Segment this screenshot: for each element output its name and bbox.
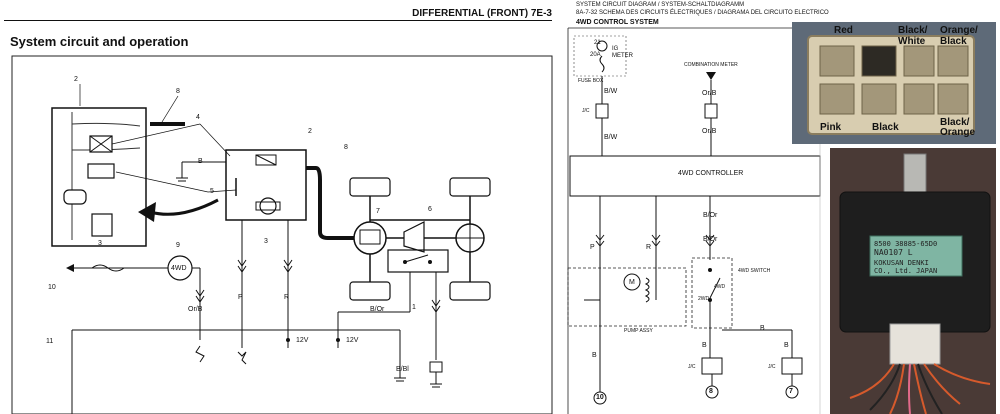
fuse-amperage: 20A xyxy=(590,52,601,58)
wire-bw-1: B/W xyxy=(604,88,618,95)
ecu-label-line-3: KOKUSAN DENKI xyxy=(874,259,929,267)
label-12v-a: 12V xyxy=(296,337,309,344)
label-b-ground: B xyxy=(198,158,203,165)
callout-4: 4 xyxy=(196,114,200,121)
pin-label-black-white: Black/ White xyxy=(898,25,928,47)
schematic-header-1: SYSTEM CIRCUIT DIAGRAM / SYSTEM-SCHALTDI… xyxy=(576,2,745,8)
label-or-b: Or/B xyxy=(188,306,203,313)
ecu-label-line-2: NA0107 L xyxy=(874,248,913,257)
page-title: System circuit and operation xyxy=(10,34,189,49)
wire-bor-2: B/Or xyxy=(703,236,718,243)
callout-8a: 8 xyxy=(176,88,180,95)
callout-10: 10 xyxy=(48,284,56,291)
wire-p: P xyxy=(590,244,595,251)
ecu-label-line-4: CO., Ltd. JAPAN xyxy=(874,267,938,275)
wire-bor-1: B/Or xyxy=(703,212,718,219)
fuse-name: IG METER xyxy=(612,46,633,59)
ground-10: 10 xyxy=(596,394,604,401)
callout-3b: 3 xyxy=(264,238,268,245)
connector-photo: Red Black/ White Orange/ Black Pink Blac… xyxy=(792,22,996,144)
wire-b-3: B xyxy=(760,325,765,332)
callout-2a: 2 xyxy=(74,76,78,83)
pin-label-black: Black xyxy=(872,122,899,133)
label-4wd-meter: 4WD xyxy=(171,265,187,272)
label-r: R xyxy=(284,294,290,301)
motor-label: M xyxy=(629,279,635,286)
right-manual-page: SYSTEM CIRCUIT DIAGRAM / SYSTEM-SCHALTDI… xyxy=(560,0,1000,414)
callout-7: 7 xyxy=(376,208,380,215)
switch-pos-4wd: 4WD xyxy=(714,284,726,290)
4wd-control-schematic xyxy=(567,27,821,414)
label-b-bl: B/Bl xyxy=(396,366,409,373)
combination-meter-label: COMBINATION METER xyxy=(684,62,738,68)
ecu-photo: 8500 38885-65D0 NA0107 L KOKUSAN DENKI C… xyxy=(830,148,996,414)
switch-pos-2wd: 2WD xyxy=(698,296,710,302)
wire-b-4: B xyxy=(784,342,789,349)
header-rule xyxy=(4,20,552,21)
wire-orb-2: Or/B xyxy=(702,128,717,135)
pump-assy-label: PUMP ASSY xyxy=(624,328,653,334)
callout-1: 1 xyxy=(412,304,416,311)
controller-label: 4WD CONTROLLER xyxy=(678,170,744,177)
ground-8: 8 xyxy=(709,388,713,395)
callout-11: 11 xyxy=(46,338,54,345)
wire-orb-1: Or/B xyxy=(702,90,717,97)
schematic-section-title: 4WD CONTROL SYSTEM xyxy=(576,19,659,26)
schematic-header-2: 8A-7-32 SCHEMA DES CIRCUITS ÉLECTRIQUES … xyxy=(576,10,829,16)
fuse-box-label: FUSE BOX xyxy=(578,78,604,84)
callout-2b: 2 xyxy=(308,128,312,135)
callout-6: 6 xyxy=(428,206,432,213)
page-header: DIFFERENTIAL (FRONT) 7E-3 xyxy=(412,8,552,19)
connector-shell xyxy=(807,35,975,135)
4wd-switch-label: 4WD SWITCH xyxy=(738,268,771,274)
ecu-body xyxy=(830,148,996,414)
label-b-or: B/Or xyxy=(370,306,385,313)
pin-label-red: Red xyxy=(834,25,853,36)
pin-label-black-orange: Black/ Orange xyxy=(940,117,976,138)
left-manual-page: DIFFERENTIAL (FRONT) 7E-3 System circuit… xyxy=(4,8,553,414)
label-p: P xyxy=(238,294,243,301)
callout-5: 5 xyxy=(210,188,214,195)
callout-9: 9 xyxy=(176,242,180,249)
callout-8b: 8 xyxy=(344,144,348,151)
pin-label-orange-black: Orange/ Black xyxy=(940,25,978,47)
jc-a-label: J/C xyxy=(688,364,696,370)
wire-r: R xyxy=(646,244,652,251)
ecu-label-line-1: 8500 38885-65D0 xyxy=(874,240,938,248)
jc-top-label: J/C xyxy=(582,108,590,114)
jc-b-label: J/C xyxy=(768,364,776,370)
system-circuit-diagram xyxy=(11,55,553,414)
wire-b-1: B xyxy=(592,352,597,359)
wire-b-2: B xyxy=(702,342,707,349)
ground-7: 7 xyxy=(789,388,793,395)
wire-bw-2: B/W xyxy=(604,134,618,141)
label-12v-b: 12V xyxy=(346,337,359,344)
callout-3a: 3 xyxy=(98,240,102,247)
fuse-number: 21 xyxy=(594,40,601,46)
pin-label-pink: Pink xyxy=(820,122,842,133)
